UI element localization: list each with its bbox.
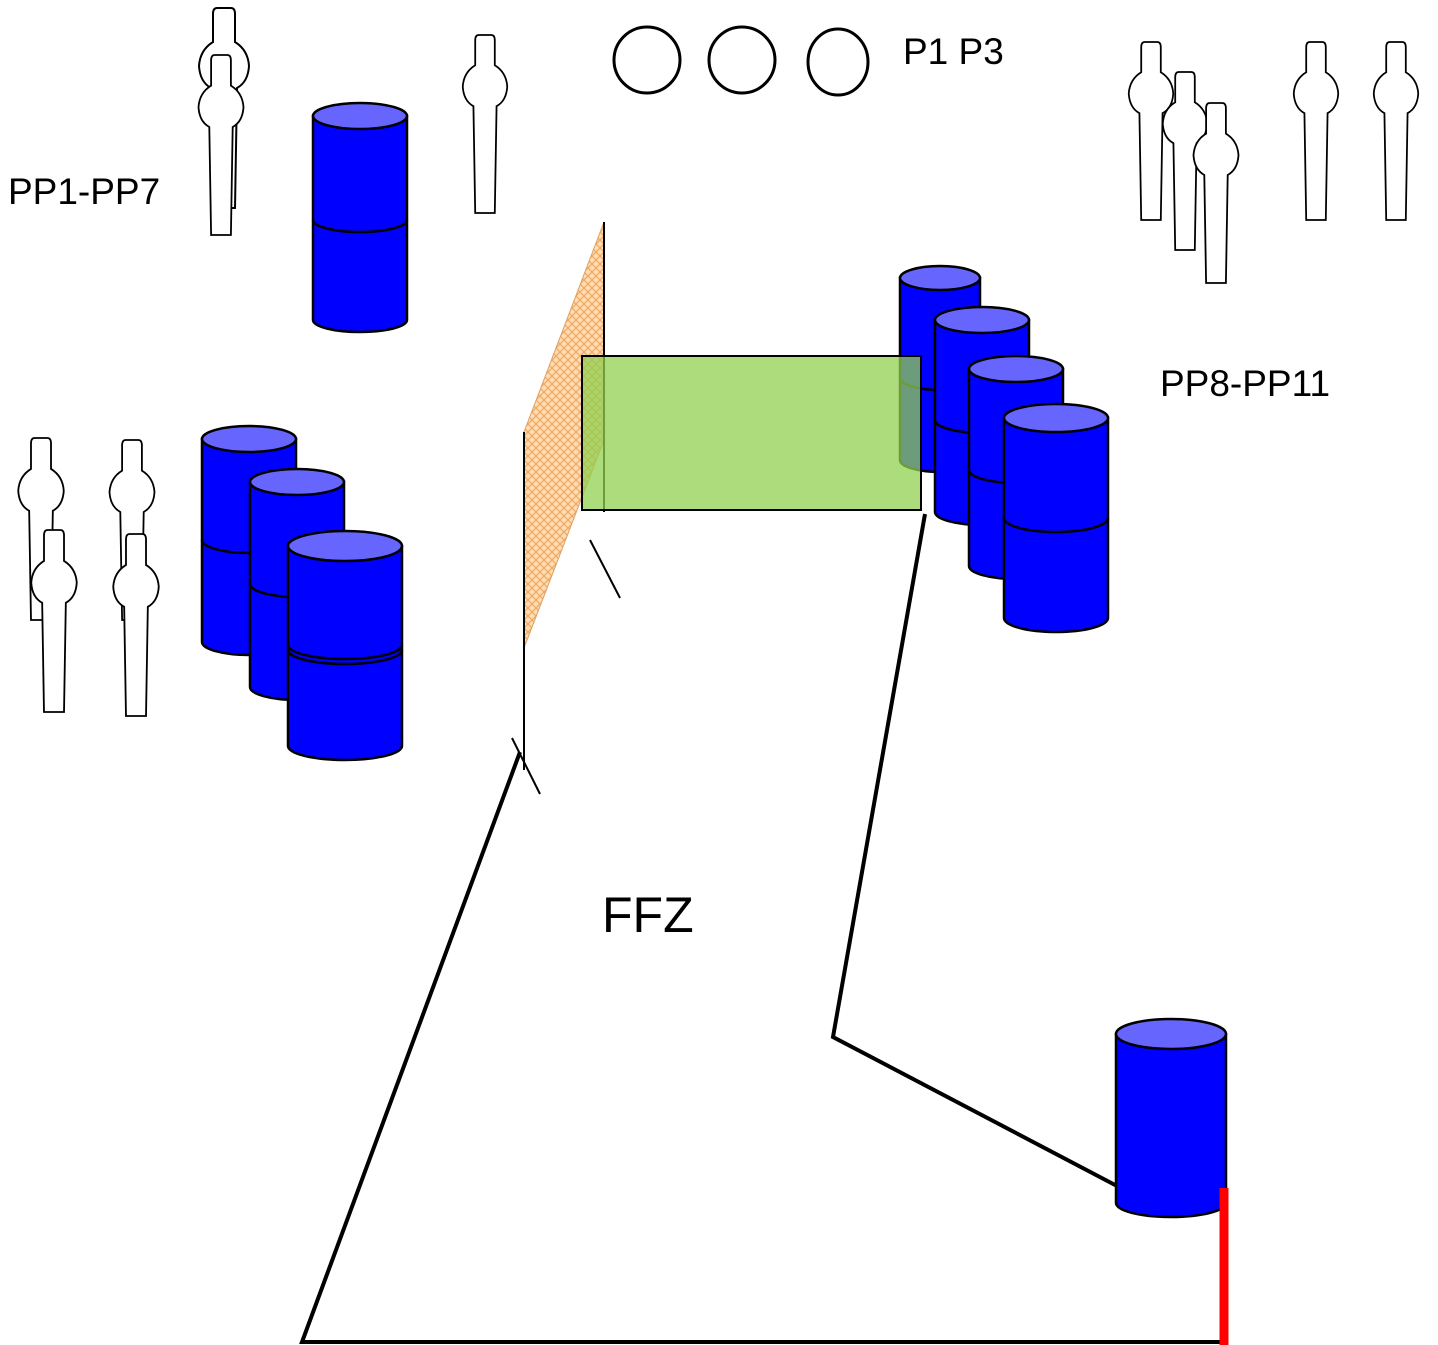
fault-line: [299, 751, 1222, 1344]
barrel-icon: [311, 101, 409, 131]
barrel-icon: [1114, 1017, 1228, 1219]
green-panel: [581, 355, 922, 511]
barrel-stack-top-left: [311, 101, 409, 334]
paper-target-icon: [1292, 41, 1340, 221]
barrel-icon: [1002, 402, 1110, 634]
steel-plate-icon: [707, 25, 777, 95]
paper-targets-top-right: [1127, 41, 1420, 284]
fault-line: [830, 513, 1118, 1188]
paper-target-icon: [461, 34, 509, 214]
steel-targets-label: P1 P3: [903, 31, 1004, 72]
left-targets-label: PP1-PP7: [8, 171, 160, 212]
right-targets-label: PP8-PP11: [1160, 363, 1330, 404]
barrel-stacks-mid-left: [200, 424, 404, 762]
barrel-stacks-right: [898, 264, 1110, 634]
steel-plate-icon: [612, 25, 682, 95]
steel-plate-icon: [806, 27, 870, 97]
fault-zone-label: FFZ: [602, 887, 694, 943]
steel-plates: [612, 25, 870, 97]
paper-targets-mid-left: [17, 437, 160, 717]
barrel-icon: [286, 529, 404, 762]
paper-target-icon: [1372, 41, 1420, 221]
paper-target-icon: [112, 533, 160, 717]
